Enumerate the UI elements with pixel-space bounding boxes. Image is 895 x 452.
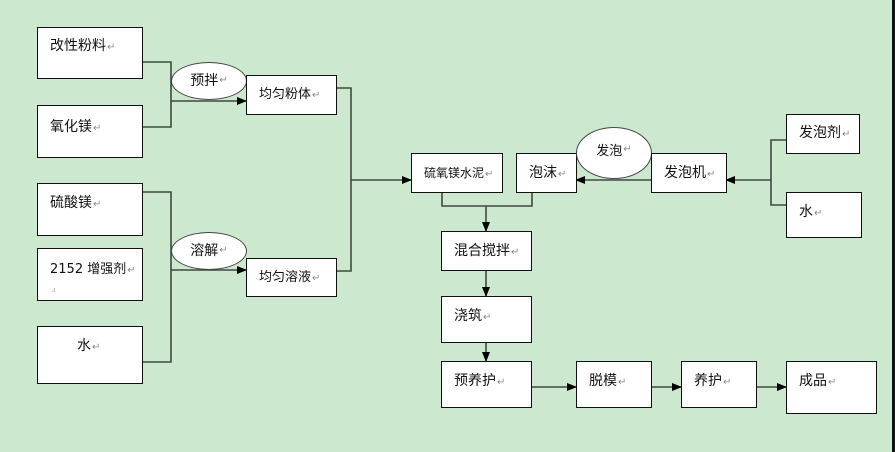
paragraph-mark-icon: ↵ xyxy=(723,377,732,388)
paragraph-mark-icon: ↵ xyxy=(312,273,321,284)
paragraph-mark-icon: ↵ xyxy=(93,123,102,134)
paragraph-mark-icon: ↵ xyxy=(497,377,506,388)
node-label: 成品 xyxy=(799,373,827,389)
paragraph-mark-icon: ↵ xyxy=(842,129,851,140)
node-label: 均匀溶液 xyxy=(259,270,312,285)
paragraph-mark-icon: ↵ xyxy=(707,169,716,180)
node-foam: 泡沫↵ xyxy=(516,153,577,193)
node-label: 水 xyxy=(799,204,813,220)
process-label: 溶解 xyxy=(190,243,219,259)
node-label: 2152 增强剂 xyxy=(50,262,127,277)
node-label: 硫酸镁 xyxy=(50,195,92,211)
connector-foaming-inputs xyxy=(770,139,786,206)
node-label: 发泡机 xyxy=(664,165,706,181)
paragraph-mark-icon: ↵ xyxy=(511,247,520,258)
process-dissolve: 溶解↵ xyxy=(171,232,247,270)
paragraph-mark-icon: ↵ xyxy=(92,342,101,353)
paragraph-mark-icon: ↵ xyxy=(483,312,492,323)
node-modified-powder: 改性粉料↵ xyxy=(37,27,143,79)
node-label: 混合搅拌 xyxy=(454,243,510,259)
node-label: 脱模 xyxy=(589,373,617,389)
paragraph-mark-icon: ↵ xyxy=(127,265,136,276)
process-label: 发泡 xyxy=(596,144,623,159)
node-magnesium-sulfate: 硫酸镁↵ xyxy=(37,183,143,236)
node-label: 养护 xyxy=(694,373,722,389)
node-water-left: 水↵ xyxy=(37,326,143,384)
paragraph-mark-icon: ↵ xyxy=(828,377,837,388)
node-label: 浇筑 xyxy=(454,308,482,324)
node-uniform-solution: 均匀溶液↵ xyxy=(246,258,337,297)
node-foaming-agent: 发泡剂↵ xyxy=(786,114,860,154)
node-mixing: 混合搅拌↵ xyxy=(441,231,532,271)
paragraph-mark-icon: ↵ xyxy=(623,144,632,155)
node-mos-cement: 硫氧镁水泥↵ xyxy=(411,153,503,193)
node-water-right: 水↵ xyxy=(786,192,862,238)
node-label: 预养护 xyxy=(454,373,496,389)
paragraph-mark-icon: ↵ xyxy=(814,208,823,219)
node-label: 水 xyxy=(77,338,91,354)
node-foaming-machine: 发泡机↵ xyxy=(651,153,727,193)
node-label: 硫氧镁水泥 xyxy=(424,166,485,180)
paragraph-mark-icon: ↵ xyxy=(219,75,228,86)
paragraph-mark-icon: ↵ xyxy=(107,42,116,53)
connector-cement-foam xyxy=(441,192,533,207)
paragraph-mark-icon: ↵ xyxy=(618,377,627,388)
node-label: 改性粉料 xyxy=(50,38,106,54)
process-premix: 预拌↵ xyxy=(171,62,247,100)
node-label: 均匀粉体 xyxy=(259,87,312,102)
node-curing: 养护↵ xyxy=(681,361,757,408)
node-label: 泡沫 xyxy=(529,165,557,181)
connector-dissolve-inputs xyxy=(142,191,172,363)
node-demolding: 脱模↵ xyxy=(576,361,652,408)
process-label: 预拌 xyxy=(190,73,219,89)
connector-modified-powder xyxy=(142,61,172,128)
page-edge-border xyxy=(892,0,895,452)
node-product: 成品↵ xyxy=(786,361,877,414)
connector-powder-solution xyxy=(336,87,352,272)
paragraph-mark-icon: ↵ xyxy=(558,169,567,180)
process-foaming: 发泡↵ xyxy=(576,127,652,179)
paragraph-mark-icon: ↵ xyxy=(485,169,494,180)
paragraph-mark-icon: ↵ xyxy=(312,90,321,101)
paragraph-mark-icon: ↵ xyxy=(219,245,228,256)
node-enhancer: 2152 增强剂↵ .ı xyxy=(37,248,143,301)
node-pre-curing: 预养护↵ xyxy=(441,361,532,408)
node-label: 氧化镁 xyxy=(50,119,92,135)
node-label: 发泡剂 xyxy=(799,125,841,141)
paragraph-mark-icon: ↵ xyxy=(93,199,102,210)
node-magnesium-oxide: 氧化镁↵ xyxy=(37,105,143,158)
node-pouring: 浇筑↵ xyxy=(441,296,532,343)
node-uniform-powder: 均匀粉体↵ xyxy=(246,75,337,115)
